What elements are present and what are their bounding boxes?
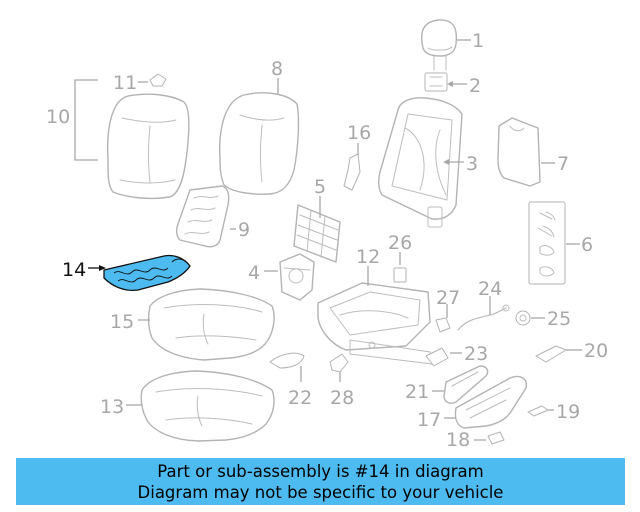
info-banner: Part or sub-assembly is #14 in diagram D… (16, 458, 625, 505)
callout-13: 13 (100, 396, 124, 418)
callout-14: 14 (62, 259, 86, 281)
part-8-seat-back-pad (219, 92, 300, 195)
part-1-headrest (420, 19, 458, 71)
callout-18: 18 (446, 429, 470, 451)
callout-10: 10 (46, 106, 70, 128)
part-17-side-cover (454, 375, 527, 429)
banner-line-1: Part or sub-assembly is #14 in diagram (157, 461, 484, 481)
callout-11: 11 (113, 72, 137, 94)
callout-23: 23 (464, 343, 488, 365)
callout-1: 1 (472, 30, 484, 52)
part-25-knob (515, 310, 531, 326)
part-2-headrest-guide (424, 72, 448, 92)
callout-2: 2 (469, 75, 481, 97)
callout-22: 22 (288, 387, 312, 409)
part-12-cushion-frame (317, 282, 433, 365)
part-24-rod (457, 304, 510, 331)
callout-20: 20 (584, 340, 608, 362)
banner-line-2: Diagram may not be specific to your vehi… (137, 482, 504, 502)
arrow-14 (99, 265, 106, 271)
callout-7: 7 (557, 153, 569, 175)
callout-3: 3 (466, 153, 478, 175)
callout-26: 26 (388, 232, 412, 254)
part-3-seat-back-frame (377, 97, 463, 228)
part-21-outer-shield (443, 365, 489, 404)
callout-4: 4 (248, 262, 260, 284)
part-11-clip (149, 73, 167, 87)
part-20-lever (535, 345, 567, 363)
part-27-knob (435, 317, 451, 333)
callout-27: 27 (436, 287, 460, 309)
callout-6: 6 (581, 234, 593, 256)
callout-12: 12 (356, 246, 380, 268)
part-5-lumbar-support (293, 204, 341, 263)
callout-17: 17 (417, 409, 441, 431)
part-16-bracket (343, 153, 361, 191)
part-9-lumbar-pad (175, 185, 230, 248)
part-13-cushion-cover (140, 370, 275, 442)
part-28-cover (329, 353, 349, 373)
part-10-seat-back-cover (106, 93, 190, 200)
callout-15: 15 (110, 311, 134, 333)
part-23-bracket (425, 347, 449, 367)
arrow-2 (447, 81, 453, 87)
callout-19: 19 (556, 401, 580, 423)
callout-9: 9 (238, 219, 250, 241)
callout-24: 24 (478, 278, 502, 300)
part-6-clips-group (528, 201, 566, 285)
part-19-clip (527, 405, 549, 417)
leader-10 (74, 79, 98, 161)
part-18-cap (487, 431, 505, 445)
callout-5: 5 (314, 176, 326, 198)
part-26-switch (393, 267, 407, 283)
arrow-3 (443, 159, 449, 165)
part-14-seat-heater (103, 254, 191, 292)
callout-21: 21 (405, 381, 429, 403)
part-7-back-board (497, 117, 541, 187)
callout-28: 28 (330, 387, 354, 409)
callout-8: 8 (271, 58, 283, 80)
part-15-cushion-pad (147, 288, 275, 361)
callout-25: 25 (547, 308, 571, 330)
part-22-cover (269, 352, 305, 369)
callout-16: 16 (347, 122, 371, 144)
part-4-mechanism (279, 253, 315, 301)
